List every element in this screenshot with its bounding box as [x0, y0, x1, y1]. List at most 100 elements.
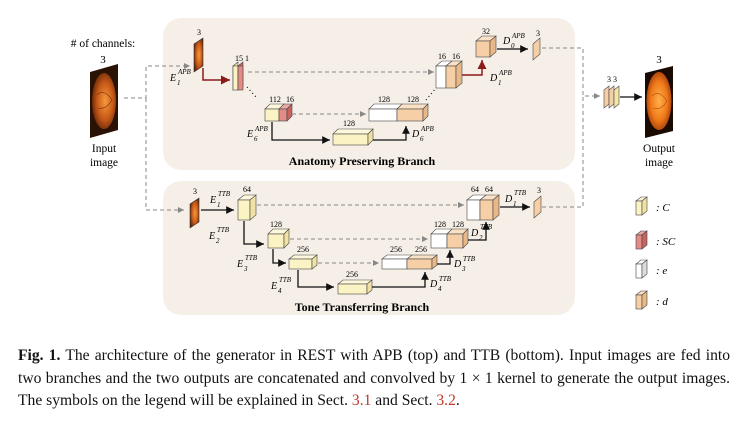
svg-text:APB: APB — [498, 69, 513, 77]
ttb-ch-e2: 128 — [270, 220, 282, 229]
svg-text:D: D — [504, 194, 513, 205]
apb-ch-d0: 32 — [482, 27, 490, 36]
input-label-2: image — [90, 157, 118, 169]
concat-channels: 3 3 — [607, 75, 617, 84]
svg-text:1: 1 — [513, 200, 517, 208]
output-label-2: image — [645, 157, 673, 169]
ttb-d3-block — [381, 254, 438, 270]
apb-ch-e1: 15 — [235, 54, 243, 63]
ttb-up-arrow-d3 — [372, 272, 429, 288]
apb-ch-out: 3 — [536, 29, 540, 38]
output-label: Output — [643, 143, 676, 155]
ttb-e4-block — [337, 279, 373, 295]
ttb-e2-arrow — [243, 221, 264, 248]
ttb-up-arrow-d2 — [437, 250, 454, 265]
ttb-to-output-path — [542, 96, 584, 208]
svg-text:6: 6 — [420, 135, 424, 143]
apb-ch-d1b: 16 — [452, 52, 460, 61]
apb-e1-arrow — [202, 68, 230, 85]
ttb-d1-label: D 1 TTB — [504, 189, 527, 208]
apb-d0-label: D 0 APB — [502, 32, 526, 50]
svg-text:D: D — [502, 36, 511, 47]
ttb-d2-block — [430, 228, 469, 249]
input-channels: 3 — [100, 54, 106, 66]
legend-item-e: : e — [635, 259, 667, 279]
apb-d1-arrow — [462, 60, 487, 76]
ttb-ch-d2a: 128 — [434, 220, 446, 229]
svg-text:6: 6 — [254, 135, 258, 143]
caption-ref-sect-3-1[interactable]: 3.1 — [351, 392, 372, 409]
svg-text:: d: : d — [656, 296, 668, 308]
svg-text:TTB: TTB — [245, 254, 258, 262]
figure-caption: Fig. 1. The architecture of the generato… — [18, 345, 730, 413]
apb-output-slab — [532, 37, 541, 61]
apb-d6-label: D 6 APB — [411, 125, 435, 143]
apb-to-output-path — [542, 47, 600, 99]
ttb-ch-e4: 256 — [346, 270, 358, 279]
ttb-d1-block — [466, 194, 500, 221]
svg-text:4: 4 — [438, 285, 442, 293]
svg-text:2: 2 — [479, 234, 483, 242]
legend-item-sc: : SC — [635, 230, 676, 250]
svg-text:TTB: TTB — [217, 226, 230, 234]
ttb-d3-label: D 3 TTB — [453, 255, 476, 273]
apb-ch-input: 3 — [197, 28, 201, 37]
output-image — [645, 66, 673, 138]
ttb-e3-block — [288, 254, 318, 270]
svg-text:APB: APB — [177, 68, 192, 76]
ttb-ch-d1a: 64 — [471, 185, 479, 194]
svg-text:E: E — [208, 231, 215, 242]
ttb-e1-block — [237, 194, 257, 221]
apb-ch-d6b: 128 — [407, 95, 419, 104]
svg-text:: SC: : SC — [656, 236, 676, 248]
svg-text:D: D — [470, 228, 479, 239]
svg-text:3: 3 — [243, 265, 248, 273]
apb-ch-e6a: 112 — [269, 95, 281, 104]
ttb-ch-out: 3 — [537, 186, 541, 195]
apb-ch-d6a: 128 — [378, 95, 390, 104]
ttb-ch-input: 3 — [193, 187, 197, 196]
svg-text:1: 1 — [498, 79, 502, 87]
ttb-up-arrow-d1 — [468, 222, 490, 241]
ttb-e1-label: E 1 TTB — [209, 190, 231, 209]
output-channels: 3 — [656, 54, 662, 66]
caption-text-end: . — [455, 392, 460, 409]
svg-text:E: E — [169, 73, 176, 84]
input-to-apb-path — [124, 63, 190, 99]
svg-text:4: 4 — [278, 287, 282, 295]
svg-text:TTB: TTB — [463, 255, 476, 263]
apb-e1-block — [232, 61, 244, 91]
input-image — [90, 64, 118, 138]
svg-text:E: E — [246, 129, 253, 140]
ttb-e2-block — [267, 228, 290, 249]
svg-text:D: D — [429, 279, 438, 290]
apb-bottleneck-block — [332, 128, 374, 146]
ttb-e4-arrow — [297, 270, 334, 291]
ttb-e4-label: E 4 TTB — [270, 276, 292, 295]
svg-text:D: D — [453, 259, 462, 270]
ttb-e2-label: E 2 TTB — [208, 226, 230, 245]
ttb-d4-label: D 4 TTB — [429, 275, 452, 293]
ttb-ch-d3a: 256 — [390, 245, 402, 254]
legend-item-d: : d — [635, 290, 668, 310]
svg-text:: C: : C — [656, 202, 670, 214]
ttb-e3-label: E 3 TTB — [236, 254, 258, 273]
apb-e6-block — [264, 103, 293, 122]
svg-text:TTB: TTB — [279, 276, 292, 284]
caption-ref-sect-3-2[interactable]: 3.2 — [436, 392, 456, 409]
apb-ch-e1b: 1 — [245, 54, 249, 63]
svg-text:D: D — [411, 129, 420, 140]
apb-e6-arrow — [271, 122, 330, 144]
legend: : C : SC : e : d — [635, 196, 676, 310]
svg-text:APB: APB — [254, 125, 269, 133]
ttb-ch-d1b: 64 — [485, 185, 493, 194]
legend-item-c: : C — [635, 196, 670, 216]
apb-up-arrow-d6 — [373, 126, 410, 141]
apb-e6-label: E 6 APB — [246, 125, 269, 143]
apb-ch-d1a: 16 — [438, 52, 446, 61]
svg-text:TTB: TTB — [514, 189, 527, 197]
svg-text:1: 1 — [217, 201, 221, 209]
svg-text:0: 0 — [511, 42, 515, 50]
input-label: Input — [92, 143, 117, 155]
apb-input-slab — [193, 37, 204, 73]
